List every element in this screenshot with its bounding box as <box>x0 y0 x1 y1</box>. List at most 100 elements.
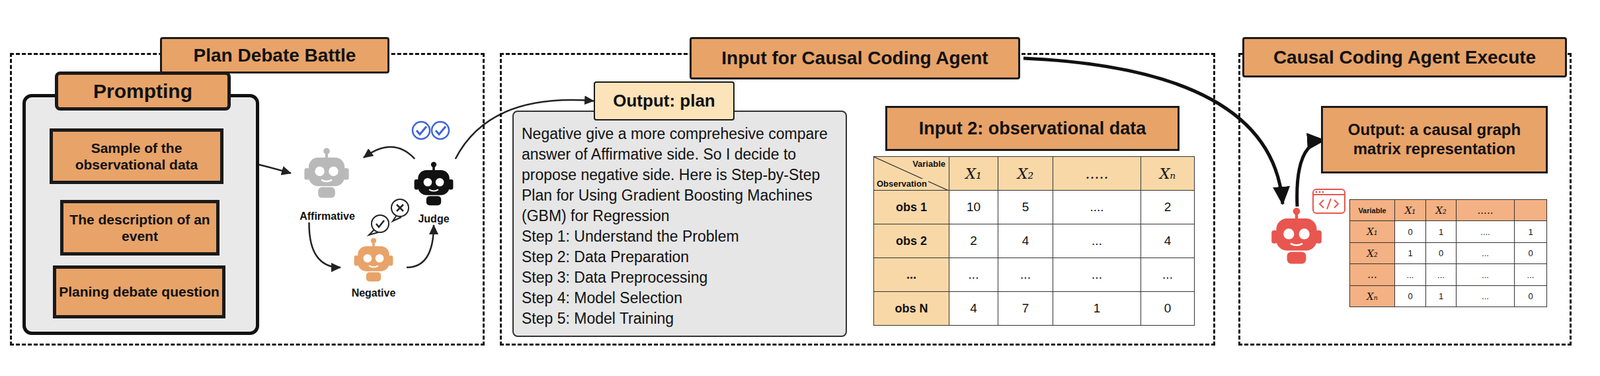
table-cell-text: obs N <box>893 301 929 316</box>
robot-agent: Affirmative <box>290 144 364 223</box>
table-cell-text: 1 <box>1092 300 1103 316</box>
table-cell: 10 <box>948 189 999 225</box>
table-cell-text: X₂ <box>1016 165 1035 182</box>
table-cell: .... <box>1052 189 1142 225</box>
heading-tab: Prompting <box>54 71 231 111</box>
window-dot <box>1322 191 1325 194</box>
table-cell: ..... <box>1052 156 1142 191</box>
dashed-panel: Plan Debate BattlePromptingSample of the… <box>9 52 485 346</box>
coding-robot <box>1271 207 1322 264</box>
judge-robot <box>414 161 454 205</box>
table-cell: ... <box>1455 284 1515 307</box>
table-cell-text: ... <box>1480 247 1491 258</box>
code-brackets <box>1319 198 1339 209</box>
table-cell-text: .... <box>1088 199 1105 215</box>
table-cell-text: ... <box>1090 233 1104 248</box>
table-cell: X₁ <box>1349 220 1396 243</box>
process-box: Planing debate question <box>52 265 226 319</box>
table-cell: 0 <box>1425 241 1457 264</box>
negative-robot <box>354 237 394 281</box>
output-arrow <box>1297 140 1325 207</box>
table-cell-text: ... <box>1480 269 1491 280</box>
table-cell: X₂ <box>997 156 1054 191</box>
plan-line: Negative give a more comprehesive compar… <box>521 123 838 227</box>
table-cell: X₁ <box>1394 199 1427 221</box>
table-cell-text: Variable <box>1356 206 1388 215</box>
table-cell: 0 <box>1140 290 1195 326</box>
affirmative-robot <box>304 148 349 198</box>
table-cell: ... <box>997 257 1054 292</box>
table-cell: 4 <box>997 223 1054 258</box>
table-cell-text: Xₙ <box>1365 290 1380 303</box>
table-cell-text: obs 2 <box>894 234 929 248</box>
table-cell <box>1514 199 1548 221</box>
table-cell-text: Variable <box>911 158 947 169</box>
table-cell-text: 1 <box>1406 247 1414 258</box>
agent-label: Judge <box>417 212 449 225</box>
table-cell: 4 <box>948 290 999 326</box>
table-cell-text: ... <box>1436 269 1446 280</box>
table-cell: 1 <box>1425 220 1457 243</box>
table-cell-text: Xₙ <box>1158 165 1178 182</box>
table-cell-text: ... <box>1480 290 1491 301</box>
table-cell: 2 <box>948 223 999 258</box>
table-cell: X₁ <box>948 156 999 191</box>
diagonal-line <box>874 156 951 192</box>
table-cell-text: X₂ <box>1434 204 1448 217</box>
heading-text: Output: plan <box>612 90 716 112</box>
box-text: The description of an event <box>63 210 217 244</box>
plan-line: Step 4: Model Selection <box>521 287 838 309</box>
box-text: Sample of the observational data <box>52 139 221 173</box>
table-cell-text: 2 <box>1162 199 1173 215</box>
table-cell-text: 0 <box>1526 290 1534 301</box>
box-text: Input 2: observational data <box>919 117 1147 139</box>
table-cell: Xₙ <box>1349 284 1396 307</box>
table-cell: X₂ <box>1349 241 1396 264</box>
badge-check <box>416 126 427 135</box>
process-box: Input 2: observational data <box>885 105 1180 151</box>
badge-circle <box>431 121 449 139</box>
table-cell: ..... <box>1455 199 1515 221</box>
table-cell: ... <box>1455 241 1515 264</box>
table-cell: ... <box>1052 257 1142 292</box>
prompting-box: PromptingSample of the observational dat… <box>22 93 260 335</box>
table-cell-text: ... <box>1160 267 1175 282</box>
connector-arrow <box>406 224 434 268</box>
table-cell-text: 0 <box>1162 300 1173 316</box>
table-cell-text: 2 <box>968 233 979 248</box>
table-cell-text: 0 <box>1406 290 1414 301</box>
table-cell: 1 <box>1425 284 1457 307</box>
heading-tab: Output: plan <box>593 81 735 121</box>
table-cell-text: 0 <box>1437 247 1445 258</box>
table-cell: 0 <box>1514 241 1548 264</box>
plan-line: Step 2: Data Preparation <box>521 246 838 268</box>
table-cell-text: 1 <box>1526 226 1534 237</box>
box-text: Output: a causal graph matrix representa… <box>1322 120 1546 159</box>
table-cell: 1 <box>1514 220 1548 243</box>
agent-label: Negative <box>351 286 397 299</box>
cross-symbol <box>396 204 404 211</box>
table-cell: 2 <box>1140 189 1195 225</box>
table-cell-text: ... <box>1525 269 1536 280</box>
speech-bubbles <box>368 199 409 235</box>
table-cell-text: 0 <box>1406 226 1414 237</box>
process-box: Sample of the observational data <box>49 128 224 184</box>
heading-tab: Causal Coding Agent Execute <box>1242 37 1567 78</box>
table-cell: 0 <box>1394 220 1427 243</box>
code-window <box>1313 189 1345 213</box>
connector-arrow <box>308 222 341 268</box>
table-cell: 4 <box>1140 223 1195 258</box>
table-cell-text: 1 <box>1437 290 1445 301</box>
table-cell: Xₙ <box>1140 156 1195 191</box>
table-cell: ... <box>1425 263 1457 286</box>
plan-box: Output: planNegative give a more compreh… <box>512 110 847 337</box>
check-badges <box>412 121 449 139</box>
bubble <box>391 199 409 217</box>
table-cell-text: obs 1 <box>894 200 929 215</box>
table-cell: ... <box>1052 223 1142 258</box>
table-cell: 7 <box>997 290 1054 326</box>
heading-text: Plan Debate Battle <box>193 44 357 67</box>
table-cell-text: 4 <box>1020 233 1031 248</box>
robot-agent: Judge <box>406 158 461 225</box>
connector-arrow <box>363 146 415 159</box>
